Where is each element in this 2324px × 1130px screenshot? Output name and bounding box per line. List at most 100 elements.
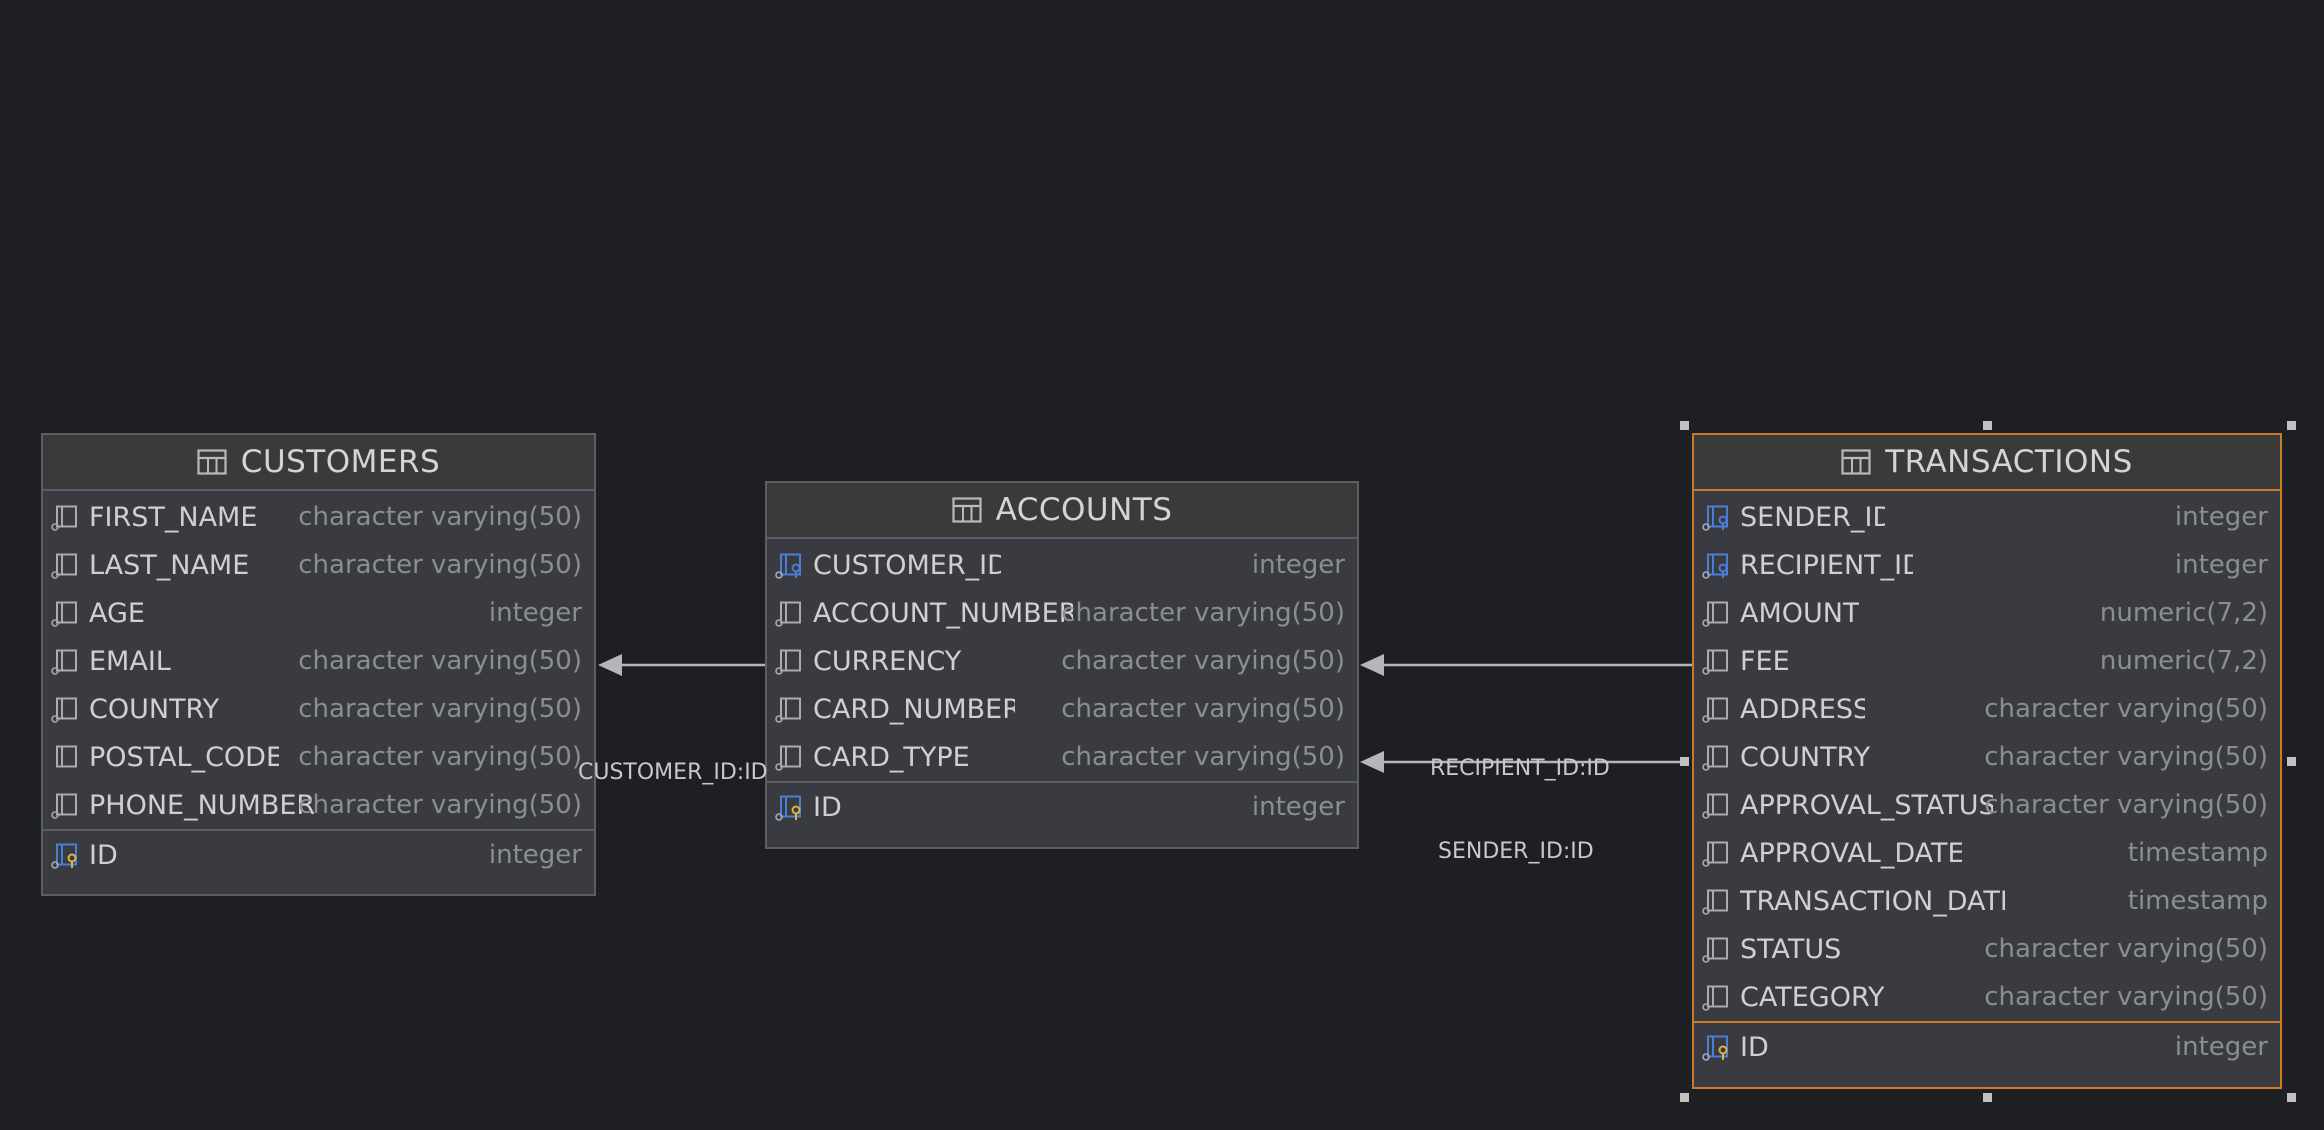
arrowhead-icon <box>1360 751 1384 773</box>
transactions-table[interactable]: TRANSACTIONS SENDER_ID integer RECIPIENT… <box>1692 433 2282 1089</box>
customers-table-header[interactable]: CUSTOMERS <box>43 435 594 491</box>
column-icon <box>1702 841 1730 867</box>
recipient-id-connector[interactable] <box>1360 751 1685 773</box>
resize-handle-bottom-right[interactable] <box>2287 1093 2296 1102</box>
column-row-card-number[interactable]: CARD_NUMBER character varying(50) <box>767 685 1357 733</box>
primary-key-divider <box>43 829 594 831</box>
column-icon <box>1702 985 1730 1011</box>
column-icon <box>775 601 803 627</box>
column-icon <box>1702 937 1730 963</box>
column-name: AMOUNT <box>1740 597 1860 629</box>
resize-handle-top-right[interactable] <box>2287 421 2296 430</box>
column-row-card-type[interactable]: CARD_TYPE character varying(50) <box>767 733 1357 781</box>
column-name: ID <box>813 791 842 823</box>
sender-id-relation-label: SENDER_ID:ID <box>1438 839 1594 864</box>
resize-handle-middle-right[interactable] <box>2287 757 2296 766</box>
resize-handle-middle-left[interactable] <box>1680 757 1689 766</box>
transactions-table-header[interactable]: TRANSACTIONS <box>1694 435 2280 491</box>
transactions-table-title: TRANSACTIONS <box>1885 444 2133 480</box>
table-icon <box>951 497 982 523</box>
column-row-amount[interactable]: AMOUNT numeric(7,2) <box>1694 589 2280 637</box>
column-icon <box>51 505 79 531</box>
column-row-first-name[interactable]: FIRST_NAME character varying(50) <box>43 493 594 541</box>
recipient-id-relation-label: RECIPIENT_ID:ID <box>1430 756 1610 781</box>
column-row-phone-number[interactable]: PHONE_NUMBER character varying(50) <box>43 781 594 829</box>
primary-key-row[interactable]: ID integer <box>43 831 594 879</box>
column-row-category[interactable]: CATEGORY character varying(50) <box>1694 973 2280 1021</box>
column-name: ACCOUNT_NUMBER <box>813 597 1073 629</box>
column-name: AGE <box>89 597 145 629</box>
resize-handle-top-center[interactable] <box>1983 421 1992 430</box>
arrowhead-icon <box>598 654 622 676</box>
primary-key-row[interactable]: ID integer <box>1694 1023 2280 1071</box>
sender-id-connector[interactable] <box>1360 654 1692 676</box>
column-type: character varying(50) <box>298 646 582 676</box>
column-row-recipient-id[interactable]: RECIPIENT_ID integer <box>1694 541 2280 589</box>
column-row-currency[interactable]: CURRENCY character varying(50) <box>767 637 1357 685</box>
column-name: FIRST_NAME <box>89 501 258 533</box>
column-row-approval-date[interactable]: APPROVAL_DATE timestamp <box>1694 829 2280 877</box>
column-type: character varying(50) <box>1984 790 2268 820</box>
column-icon <box>51 697 79 723</box>
column-name: ID <box>1740 1031 1769 1063</box>
column-row-fee[interactable]: FEE numeric(7,2) <box>1694 637 2280 685</box>
column-type: character varying(50) <box>1984 694 2268 724</box>
resize-handle-top-left[interactable] <box>1680 421 1689 430</box>
column-icon <box>1702 745 1730 771</box>
resize-handle-bottom-left[interactable] <box>1680 1093 1689 1102</box>
column-row-approval-status[interactable]: APPROVAL_STATUS character varying(50) <box>1694 781 2280 829</box>
primary-key-row[interactable]: ID integer <box>767 783 1357 831</box>
column-name: APPROVAL_STATUS <box>1740 789 1993 821</box>
column-type: integer <box>2174 502 2268 532</box>
arrowhead-icon <box>1360 654 1384 676</box>
column-icon <box>51 649 79 675</box>
column-type: integer <box>488 598 582 628</box>
column-type: character varying(50) <box>1061 598 1345 628</box>
column-type: character varying(50) <box>1984 934 2268 964</box>
primary-key-column-icon <box>775 795 803 821</box>
customers-table[interactable]: CUSTOMERS FIRST_NAME character varying(5… <box>41 433 596 896</box>
column-name: LAST_NAME <box>89 549 250 581</box>
column-row-country[interactable]: COUNTRY character varying(50) <box>1694 733 2280 781</box>
column-row-status[interactable]: STATUS character varying(50) <box>1694 925 2280 973</box>
column-name: FEE <box>1740 645 1790 677</box>
column-row-address[interactable]: ADDRESS character varying(50) <box>1694 685 2280 733</box>
foreign-key-column-icon <box>775 553 803 579</box>
column-row-transaction-date[interactable]: TRANSACTION_DATE timestamp <box>1694 877 2280 925</box>
column-name: STATUS <box>1740 933 1842 965</box>
column-type: character varying(50) <box>1984 742 2268 772</box>
customers-table-title: CUSTOMERS <box>240 444 441 480</box>
column-name: ID <box>89 839 118 871</box>
resize-handle-bottom-center[interactable] <box>1983 1093 1992 1102</box>
accounts-table[interactable]: ACCOUNTS CUSTOMER_ID integer ACCOUNT_NUM… <box>765 481 1359 849</box>
column-type: character varying(50) <box>298 550 582 580</box>
column-icon <box>1702 649 1730 675</box>
column-row-account-number[interactable]: ACCOUNT_NUMBER character varying(50) <box>767 589 1357 637</box>
column-row-last-name[interactable]: LAST_NAME character varying(50) <box>43 541 594 589</box>
column-name: PHONE_NUMBER <box>89 789 314 821</box>
column-icon <box>775 745 803 771</box>
column-type: numeric(7,2) <box>2099 598 2268 628</box>
column-row-sender-id[interactable]: SENDER_ID integer <box>1694 493 2280 541</box>
column-type: timestamp <box>2127 886 2268 916</box>
customer-id-relation-label: CUSTOMER_ID:ID <box>578 760 768 785</box>
column-row-email[interactable]: EMAIL character varying(50) <box>43 637 594 685</box>
column-row-age[interactable]: AGE integer <box>43 589 594 637</box>
column-type: character varying(50) <box>1984 982 2268 1012</box>
column-type: timestamp <box>2127 838 2268 868</box>
column-type: numeric(7,2) <box>2099 646 2268 676</box>
column-type: character varying(50) <box>1061 646 1345 676</box>
column-icon <box>51 601 79 627</box>
customer-id-connector[interactable] <box>598 654 767 676</box>
column-icon <box>51 745 79 771</box>
column-icon <box>51 553 79 579</box>
column-row-customer-id[interactable]: CUSTOMER_ID integer <box>767 541 1357 589</box>
column-name: CURRENCY <box>813 645 962 677</box>
column-row-country[interactable]: COUNTRY character varying(50) <box>43 685 594 733</box>
column-name: ADDRESS <box>1740 693 1865 725</box>
accounts-table-header[interactable]: ACCOUNTS <box>767 483 1357 539</box>
column-row-postal-code[interactable]: POSTAL_CODE character varying(50) <box>43 733 594 781</box>
column-type: character varying(50) <box>1061 742 1345 772</box>
